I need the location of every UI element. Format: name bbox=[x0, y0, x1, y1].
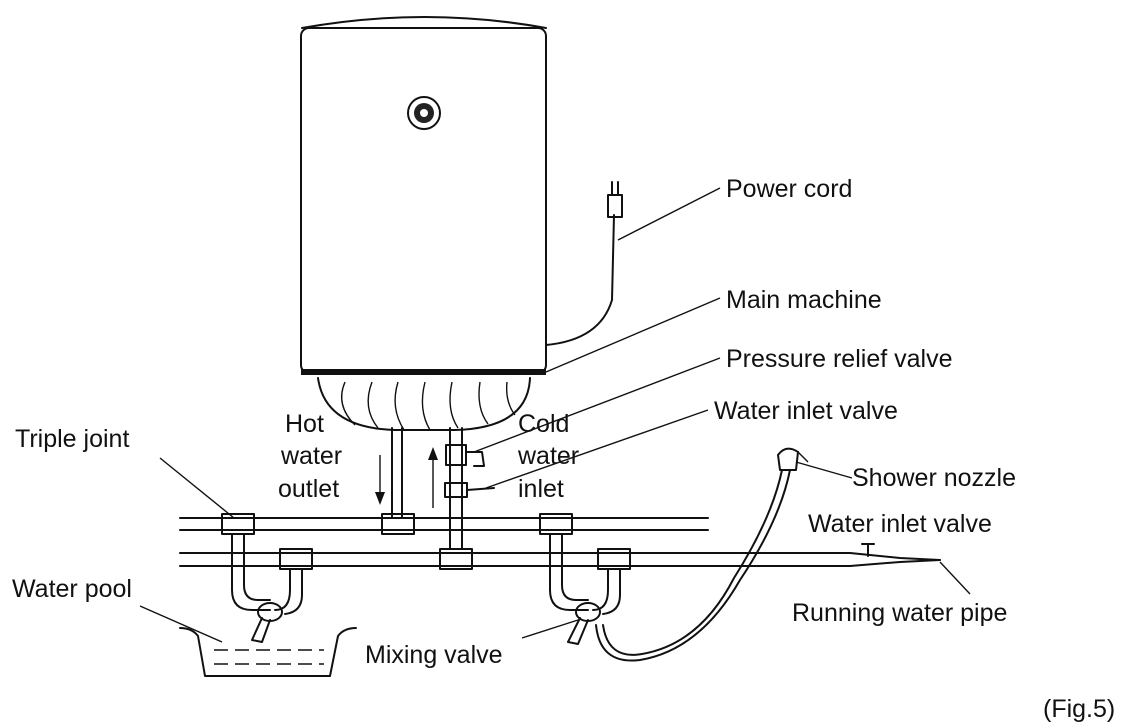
right-mixing-valve bbox=[549, 533, 621, 645]
shower-hose bbox=[595, 447, 809, 662]
leader-lines bbox=[139, 187, 971, 643]
label-cold-water-inlet-line1: Cold bbox=[518, 410, 569, 438]
label-cold-water-inlet-line3: inlet bbox=[518, 475, 564, 503]
label-shower-nozzle: Shower nozzle bbox=[852, 464, 1016, 492]
water-pool bbox=[179, 627, 357, 677]
cold-water-inlet-pipe bbox=[428, 427, 495, 549]
label-mixing-valve: Mixing valve bbox=[365, 641, 503, 669]
left-mixing-valve bbox=[231, 533, 303, 643]
pipelines bbox=[179, 517, 941, 567]
thermostat-knob-icon bbox=[407, 96, 441, 130]
label-water-inlet-valve-top: Water inlet valve bbox=[714, 397, 898, 425]
figure-caption: (Fig.5) bbox=[1043, 695, 1115, 723]
label-water-inlet-valve-bottom: Water inlet valve bbox=[808, 510, 992, 538]
hot-water-outlet-pipe bbox=[375, 427, 403, 519]
label-hot-water-outlet-line1: Hot bbox=[285, 410, 324, 438]
label-running-water-pipe: Running water pipe bbox=[792, 599, 1007, 627]
triple-joints bbox=[221, 513, 631, 570]
shower-nozzle-icon bbox=[777, 447, 809, 471]
label-triple-joint: Triple joint bbox=[15, 425, 129, 453]
label-main-machine: Main machine bbox=[726, 286, 882, 314]
label-pressure-relief-valve: Pressure relief valve bbox=[726, 345, 952, 373]
label-power-cord: Power cord bbox=[726, 175, 852, 203]
main-machine bbox=[300, 16, 547, 431]
label-cold-water-inlet-line2: water bbox=[517, 442, 579, 470]
label-water-pool: Water pool bbox=[12, 575, 132, 603]
power-cord bbox=[545, 181, 623, 346]
label-hot-water-outlet-line2: water bbox=[280, 442, 342, 470]
label-hot-water-outlet-line3: outlet bbox=[278, 475, 339, 503]
